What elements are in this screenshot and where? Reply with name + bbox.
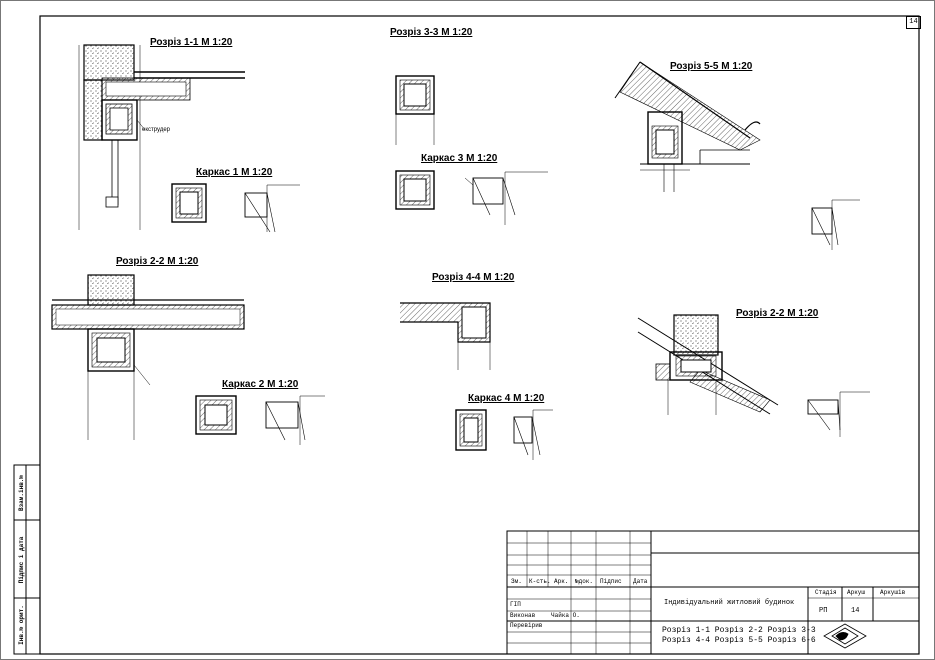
tb-project-title: Індивідуальний житловий будинок [664,599,795,607]
tb-sheet-label: Аркуш [847,589,866,596]
tb-header-docno: №док. [575,578,594,585]
section-5-5-drawing [614,61,761,192]
tb-role-checker: Перевірив [510,622,543,629]
frame-6-drawing [807,391,870,437]
frame-4-title: Каркас 4 М 1:20 [468,393,545,404]
tb-role-chief: ГІП [510,601,521,608]
frame-2-title: Каркас 2 М 1:20 [222,379,299,390]
frame-1-title: Каркас 1 М 1:20 [196,167,273,178]
tb-header-signature: Підпис [600,578,622,585]
frame-5-drawing [811,199,860,250]
frame-3-drawing [395,170,548,225]
frame-4-drawing [455,409,553,460]
section-1-1-drawing [78,44,245,230]
section-3-3-drawing [395,75,435,145]
frame-3-title: Каркас 3 М 1:20 [421,153,498,164]
section-2-2-right-drawing [637,314,779,415]
side-stamp-sign-date: Підпис і дата [18,536,25,584]
section-2-2-left-title: Розріз 2-2 М 1:20 [116,256,199,267]
tb-sheet-value: 14 [851,607,860,615]
tb-header-date: Дата [633,578,648,585]
section-3-3-title: Розріз 3-3 М 1:20 [390,27,473,38]
section-5-5-title: Розріз 5-5 М 1:20 [670,61,753,72]
section-4-4-drawing [400,302,491,370]
inner-frame [39,15,920,655]
side-stamp-replace-inv: Взам.інв.№ [18,475,25,512]
tb-role-executor: Виконав [510,612,536,619]
frame-1-drawing [171,183,300,233]
tb-sections-line-1: Розріз 1-1 Розріз 2-2 Розріз 3-3 [662,626,816,635]
section-2-2-left-drawing [51,274,245,440]
side-stamp-box [13,464,41,655]
tb-executor-name: Чайка О. [551,612,580,619]
tb-sections-line-2: Розріз 4-4 Розріз 5-5 Розріз 6-6 [662,636,816,645]
side-stamp-inv-orig: Інв.№ орит. [18,605,25,645]
tb-header-change: Зм. [511,578,522,585]
section-1-1-title: Розріз 1-1 М 1:20 [150,37,233,48]
extruder-label: екструдер [142,127,171,133]
tb-header-sheet: Арк. [554,578,569,585]
tb-sheets-label: Аркушів [880,589,906,596]
frame-2-drawing [195,395,325,445]
section-4-4-title: Розріз 4-4 М 1:20 [432,272,515,283]
company-logo [823,623,867,649]
sheet-number-box: 14 [906,16,921,29]
title-block-grid [506,530,920,655]
tb-stage-label: Стадія [815,589,837,596]
tb-header-qty: К-сть. [529,578,551,585]
section-2-2-right-title: Розріз 2-2 М 1:20 [736,308,819,319]
tb-stage-value: РП [819,607,828,615]
